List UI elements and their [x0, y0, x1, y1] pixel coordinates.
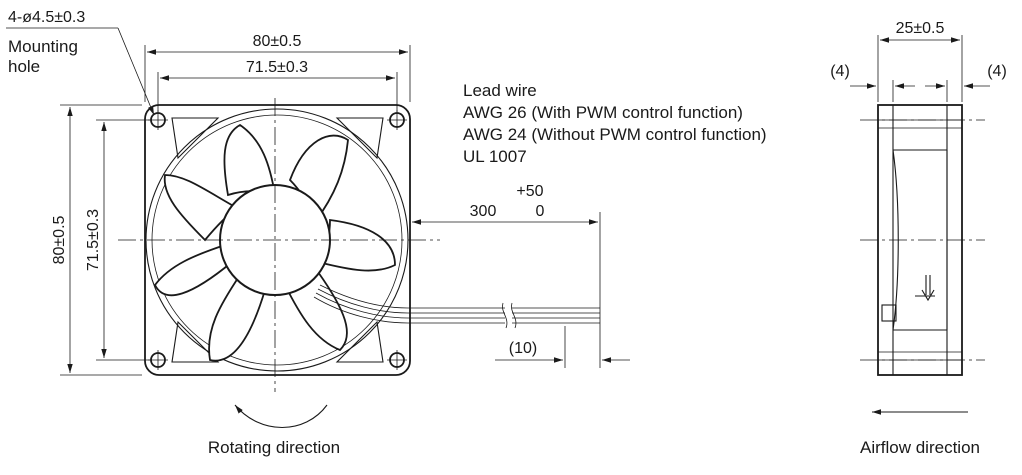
lead-wire-length: 300 [470, 203, 497, 220]
lead-wire-cable [408, 302, 600, 329]
rotation-indicator: Rotating direction [208, 404, 340, 457]
side-view: 25±0.5 (4) (4) Airflow direction [830, 20, 1007, 457]
airflow-direction-label: Airflow direction [860, 438, 980, 457]
side-depth-label: 25±0.5 [896, 20, 945, 37]
mounting-hole-spec: 4-ø4.5±0.3 [8, 9, 85, 26]
mounting-hole-callout: 4-ø4.5±0.3 Mounting hole [6, 9, 155, 116]
lead-wire-tol-plus: +50 [516, 183, 543, 200]
mounting-hole-label-line1: Mounting [8, 37, 78, 56]
lead-wire-awg-pwm: AWG 26 (With PWM control function) [463, 103, 743, 122]
frame-corner-ribs [171, 117, 384, 363]
internal-wire-bundle [313, 284, 409, 324]
front-view: 80±0.5 71.5±0.3 80±0.5 71.5±0.3 4-ø4.5±0… [6, 9, 440, 457]
airflow-arrow-mark-icon [915, 275, 935, 302]
side-flange-right-label: (4) [987, 63, 1007, 80]
lead-wire-awg-no-pwm: AWG 24 (Without PWM control function) [463, 125, 767, 144]
strip-length-label: (10) [509, 340, 537, 357]
width-dimensions: 80±0.5 71.5±0.3 [144, 33, 411, 112]
height-overall-label: 80±0.5 [51, 215, 68, 264]
fan-blades [153, 123, 396, 362]
width-hole-pitch-label: 71.5±0.3 [246, 59, 308, 76]
mounting-hole-label-line2: hole [8, 57, 40, 76]
height-dimensions: 80±0.5 71.5±0.3 [51, 104, 150, 376]
lead-wire-section: 300 +50 0 (10) Lead wire AWG 26 (With PW… [408, 81, 767, 368]
height-hole-pitch-label: 71.5±0.3 [85, 209, 102, 271]
rotation-direction-label: Rotating direction [208, 438, 340, 457]
rotation-arrow-icon [234, 404, 328, 429]
lead-wire-title: Lead wire [463, 81, 537, 100]
side-flange-left-label: (4) [830, 63, 850, 80]
width-overall-label: 80±0.5 [253, 33, 302, 50]
lead-wire-tol-minus: 0 [536, 203, 545, 220]
lead-wire-standard: UL 1007 [463, 147, 527, 166]
mounting-holes [148, 110, 407, 370]
